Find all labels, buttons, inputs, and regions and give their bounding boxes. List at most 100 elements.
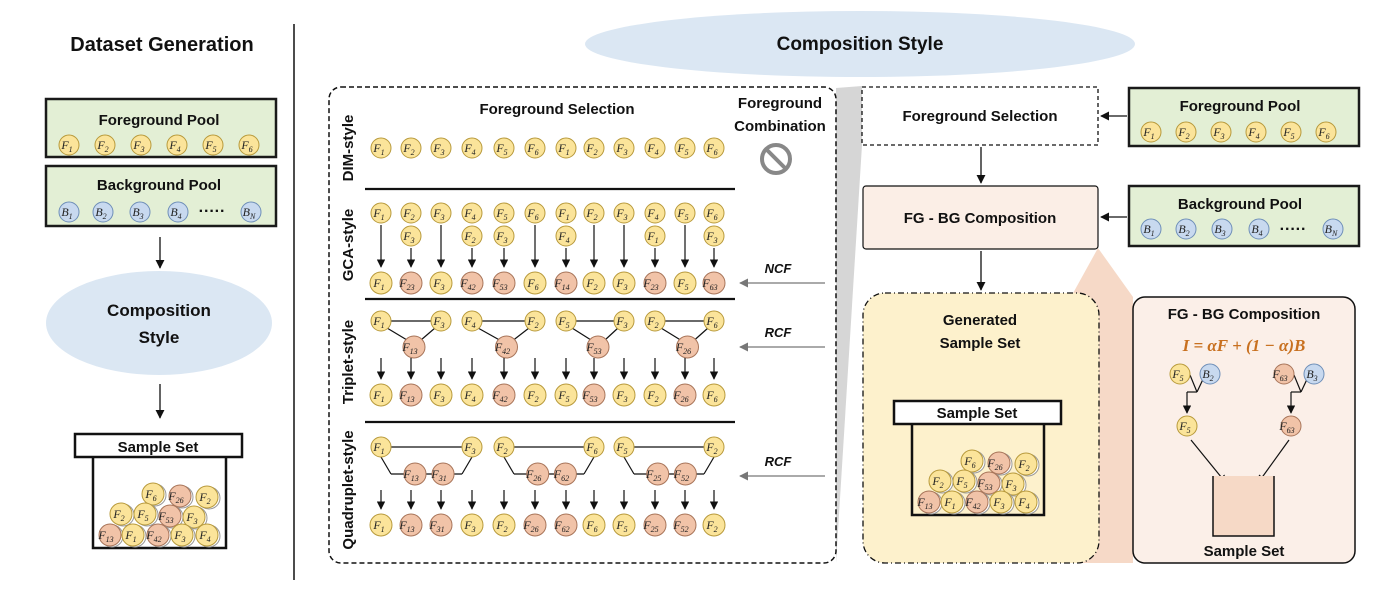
circle-f5: F5 <box>554 383 578 407</box>
svg-text:F2: F2 <box>1017 457 1029 473</box>
svg-text:F6: F6 <box>585 518 597 534</box>
svg-text:F53: F53 <box>585 340 601 356</box>
circle-f3: F3 <box>430 137 452 159</box>
svg-text:F63: F63 <box>1278 419 1294 435</box>
svg-text:F52: F52 <box>673 467 689 483</box>
circle-f26: F26 <box>675 335 699 359</box>
svg-text:F5: F5 <box>676 276 688 292</box>
circle-f2: F2 <box>461 225 483 247</box>
circle-f2: F2 <box>524 310 546 332</box>
right-foreground-pool-label: Foreground Pool <box>1180 98 1301 115</box>
svg-text:F3: F3 <box>432 388 444 404</box>
triplet-merge-line <box>694 327 709 341</box>
svg-text:F2: F2 <box>526 388 538 404</box>
svg-text:F5: F5 <box>557 314 569 330</box>
circle-f5: F5 <box>952 469 976 493</box>
detail-formula: I = αF + (1 − α)B <box>1182 336 1306 355</box>
svg-text:F5: F5 <box>1171 367 1183 383</box>
circle-f3: F3 <box>430 202 452 224</box>
quadruplet-rcf-label: RCF <box>765 454 793 469</box>
circle-f5: F5 <box>674 202 696 224</box>
circle-f4: F4 <box>461 137 483 159</box>
circle-f1: F1 <box>1140 121 1162 143</box>
svg-text:F63: F63 <box>701 276 717 292</box>
circle-f5: F5 <box>1169 363 1191 385</box>
svg-text:F2: F2 <box>931 474 943 490</box>
circle-f5: F5 <box>493 202 515 224</box>
circle-f5: F5 <box>493 137 515 159</box>
quadruplet-style-label: Quadruplet-style <box>340 430 357 549</box>
circle-f53: F53 <box>585 335 610 359</box>
svg-text:B3: B3 <box>132 205 143 221</box>
circle-f42: F42 <box>964 490 989 514</box>
detail-arrow <box>1257 439 1290 484</box>
svg-text:B2: B2 <box>1178 222 1189 238</box>
circle-f53: F53 <box>976 471 1001 495</box>
circle-f1: F1 <box>370 137 392 159</box>
svg-text:F3: F3 <box>615 388 627 404</box>
circle-f26: F26 <box>522 513 547 537</box>
svg-text:F3: F3 <box>432 141 444 157</box>
circle-f26: F26 <box>167 484 192 508</box>
circle-f4: F4 <box>644 137 666 159</box>
svg-text:F5: F5 <box>204 138 216 154</box>
svg-text:B3: B3 <box>1306 367 1317 383</box>
svg-text:F3: F3 <box>463 518 475 534</box>
circle-f5: F5 <box>674 137 696 159</box>
circle-f3: F3 <box>493 225 515 247</box>
svg-text:F26: F26 <box>986 456 1002 472</box>
circle-bn: BN <box>1322 218 1344 240</box>
triplet-merge-line <box>420 327 436 341</box>
circle-f1: F1 <box>58 134 80 156</box>
svg-text:F1: F1 <box>646 229 658 245</box>
svg-text:F62: F62 <box>553 467 569 483</box>
svg-text:F2: F2 <box>585 206 597 222</box>
svg-text:F4: F4 <box>463 206 475 222</box>
svg-text:F42: F42 <box>491 388 507 404</box>
svg-text:F6: F6 <box>585 440 597 456</box>
circle-f1: F1 <box>940 490 964 514</box>
circle-f3: F3 <box>400 225 422 247</box>
circle-f3: F3 <box>613 137 635 159</box>
svg-text:F1: F1 <box>372 314 384 330</box>
triplet-merge-line <box>386 327 408 341</box>
svg-text:F1: F1 <box>124 528 136 544</box>
svg-text:F3: F3 <box>432 276 444 292</box>
circle-f2: F2 <box>523 383 547 407</box>
quad-merge-line <box>380 456 392 475</box>
circle-f1: F1 <box>121 523 145 547</box>
circle-f4: F4 <box>644 202 666 224</box>
circle-f4: F4 <box>166 134 188 156</box>
svg-text:F2: F2 <box>646 388 658 404</box>
triplet-merge-line <box>660 327 681 341</box>
left-background-pool-box <box>44 164 278 228</box>
quad-merge-line <box>583 456 595 475</box>
svg-text:F3: F3 <box>615 276 627 292</box>
svg-text:F6: F6 <box>705 388 717 404</box>
svg-text:F31: F31 <box>430 467 446 483</box>
svg-text:F3: F3 <box>615 206 627 222</box>
svg-text:F5: F5 <box>615 440 627 456</box>
svg-text:F3: F3 <box>185 510 197 526</box>
circle-f3: F3 <box>429 271 453 295</box>
svg-text:BN: BN <box>1325 222 1338 238</box>
svg-text:B1: B1 <box>1143 222 1154 238</box>
circle-f42: F42 <box>494 335 518 359</box>
circle-bn: BN <box>240 201 262 223</box>
circle-f3: F3 <box>182 505 206 529</box>
circle-f13: F13 <box>97 523 122 547</box>
circle-f2: F2 <box>644 310 666 332</box>
circle-f3: F3 <box>461 436 483 458</box>
svg-text:F4: F4 <box>646 206 658 222</box>
svg-text:F1: F1 <box>943 495 955 511</box>
svg-text:B4: B4 <box>170 205 181 221</box>
svg-text:F3: F3 <box>402 229 414 245</box>
circle-b3: B3 <box>129 201 151 223</box>
svg-text:F2: F2 <box>495 518 507 534</box>
circle-b4: B4 <box>167 201 189 223</box>
ncf-label: NCF <box>765 261 793 276</box>
circle-f2: F2 <box>400 202 422 224</box>
circle-f25: F25 <box>645 462 670 486</box>
triplet-style-label: Triplet-style <box>340 320 357 404</box>
